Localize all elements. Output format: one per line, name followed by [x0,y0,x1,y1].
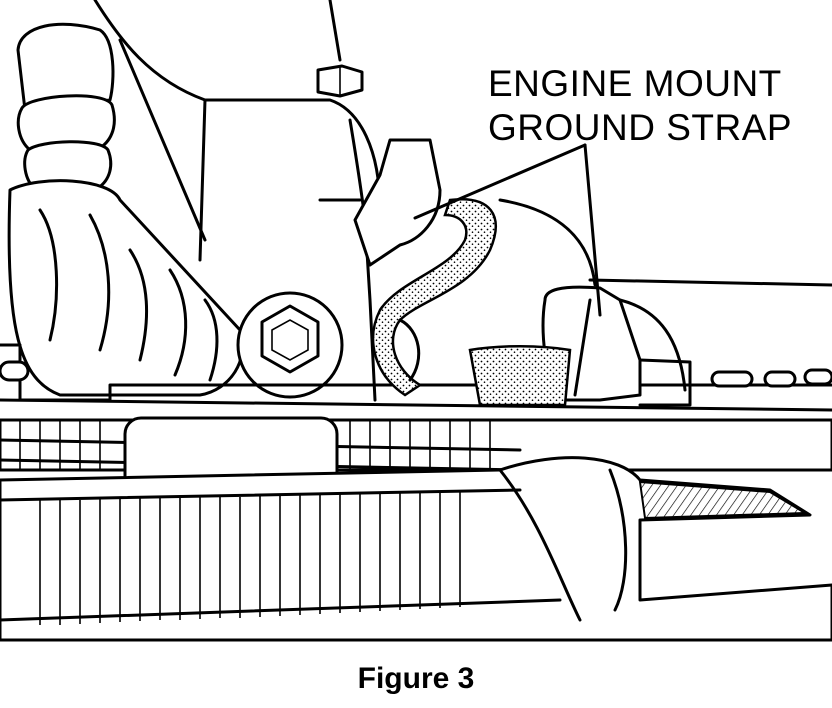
engine-mount [318,138,687,407]
engine-block-outline [93,0,832,402]
callout-line-2: GROUND STRAP [488,107,793,148]
top-bolt [316,64,364,98]
frame-rail [0,343,832,412]
engine-mount-ground-strap-label: ENGINE MOUNT GROUND STRAP [488,62,792,150]
cv-axle-boot [7,22,245,397]
callout-line-1: ENGINE MOUNT [488,63,782,104]
callout-leader-lines [413,143,602,317]
ground-strap [371,198,497,397]
lower-subframe [0,456,832,642]
figure-caption: Figure 3 [357,662,475,695]
hex-bolt [236,291,344,399]
